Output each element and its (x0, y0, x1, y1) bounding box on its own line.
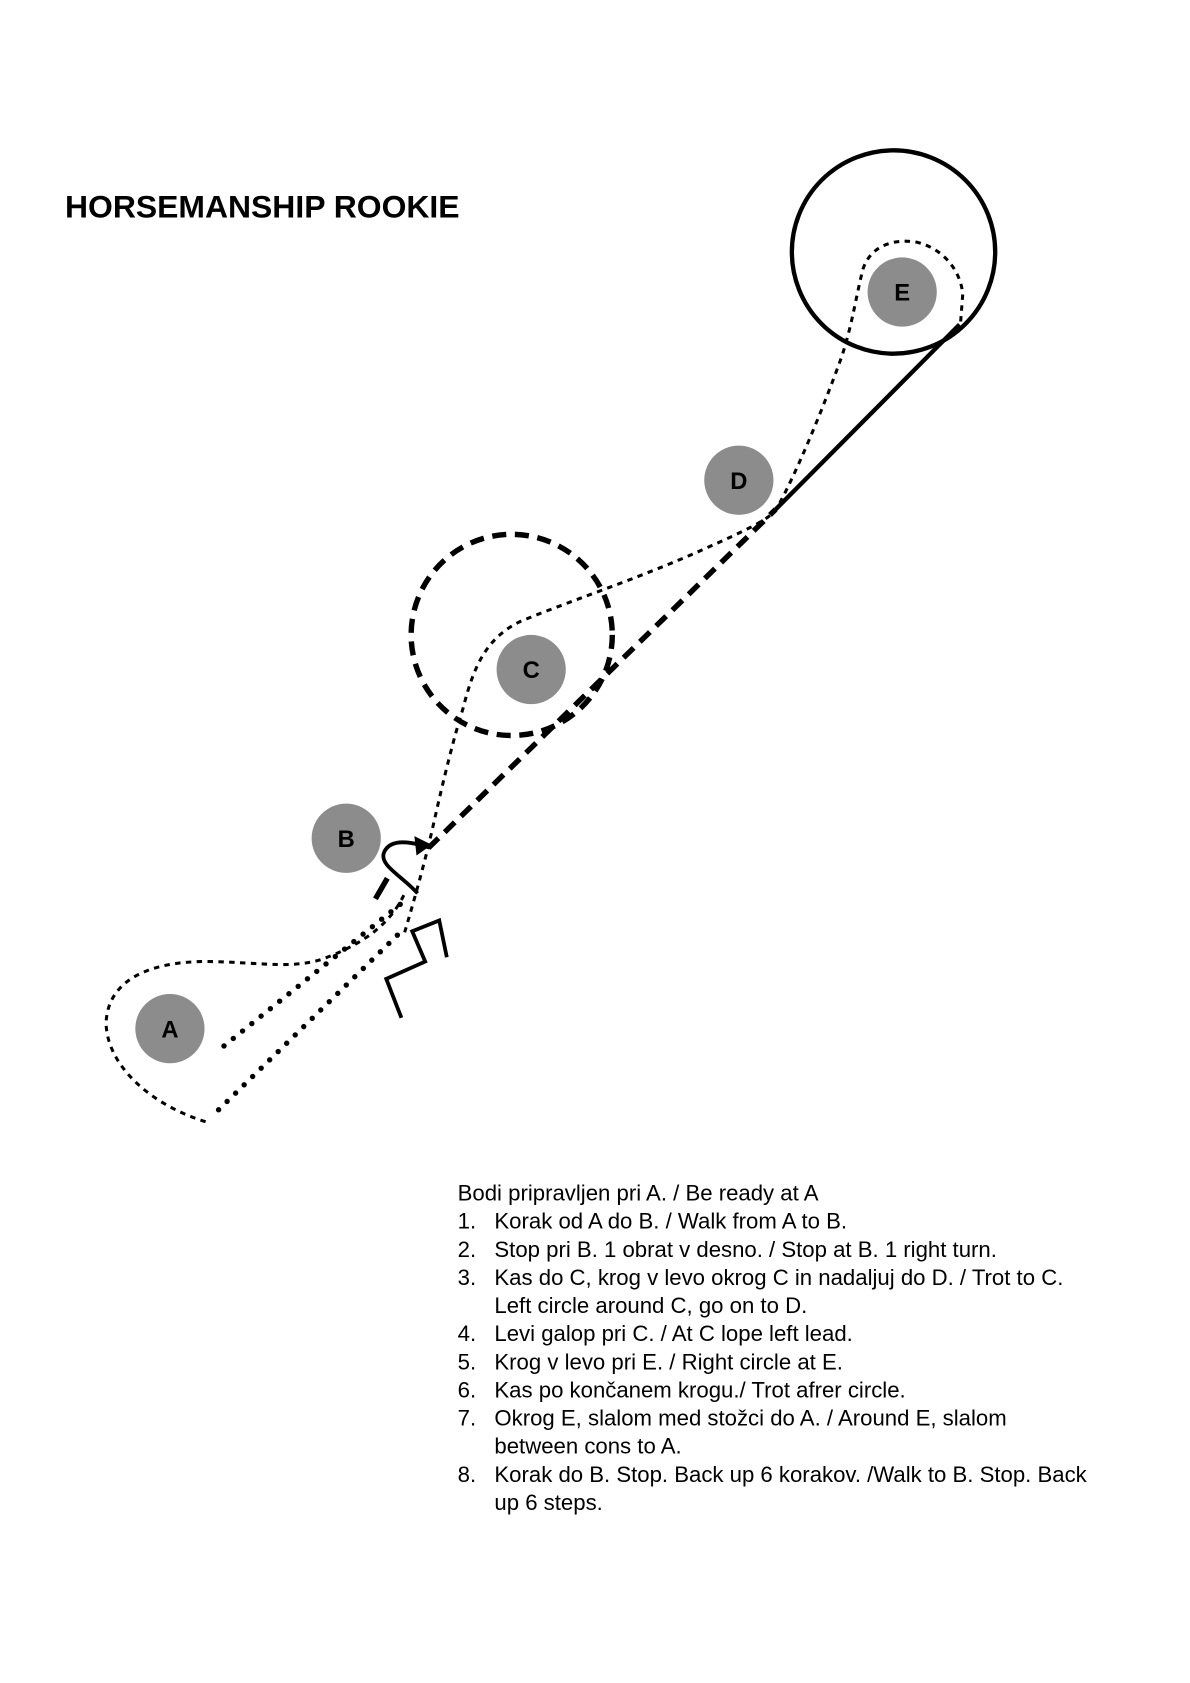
step-8-text: Korak do B. Stop. Back up 6 korakov. /Wa… (494, 1462, 1087, 1487)
step-5-text: Krog v levo pri E. / Right circle at E. (494, 1349, 842, 1374)
step-5-number: 5. (458, 1349, 476, 1374)
marker-a: A (135, 994, 205, 1064)
step-7-text: Okrog E, slalom med stožci do A. / Aroun… (494, 1406, 1006, 1431)
solid-line-e-to-d (774, 322, 962, 511)
step-4-number: 4. (458, 1321, 476, 1346)
step-2-text: Stop pri B. 1 obrat v desno. / Stop at B… (494, 1237, 997, 1262)
step-6-number: 6. (458, 1377, 476, 1402)
step-3-text-cont: Left circle around C, go on to D. (494, 1293, 807, 1318)
marker-b-label: B (338, 826, 355, 853)
marker-b: B (311, 803, 381, 873)
right-turn-arrowhead-icon (414, 836, 432, 856)
right-turn-arrow-icon (381, 840, 421, 895)
step-3-text: Kas do C, krog v levo okrog C in nadalju… (494, 1265, 1063, 1290)
marker-d-disc (704, 445, 774, 515)
step-4-text: Levi galop pri C. / At C lope left lead. (494, 1321, 852, 1346)
heavy-dashed-line-b-to-d (426, 507, 778, 850)
instructions-list: Bodi pripravljen pri A. / Be ready at A … (458, 1181, 1088, 1515)
step-7-text-cont: between cons to A. (494, 1434, 681, 1459)
instructions-intro: Bodi pripravljen pri A. / Be ready at A (458, 1181, 819, 1206)
step-1-text: Korak od A do B. / Walk from A to B. (494, 1209, 847, 1234)
marker-c-disc (496, 634, 566, 705)
marker-a-disc (135, 994, 205, 1064)
step-8-text-cont: up 6 steps. (494, 1490, 602, 1515)
dotted-walk-line-lower (215, 927, 406, 1113)
marker-a-label: A (161, 1016, 178, 1043)
marker-c: C (496, 634, 566, 705)
circle-around-e (789, 148, 998, 356)
marker-c-label: C (523, 657, 540, 684)
marker-e-disc (867, 257, 937, 327)
step-3-number: 3. (458, 1265, 476, 1290)
dashed-circle-around-c (408, 531, 616, 739)
step-1-number: 1. (458, 1209, 476, 1234)
back-up-zigzag-icon (383, 917, 449, 1019)
step-2-number: 2. (458, 1237, 476, 1262)
step-7-number: 7. (458, 1406, 476, 1431)
marker-d-label: D (730, 468, 747, 495)
marker-d: D (704, 445, 774, 515)
marker-e-label: E (894, 280, 910, 307)
page-title: HORSEMANSHIP ROOKIE (65, 188, 460, 224)
step-6-text: Kas po končanem krogu./ Trot afrer circl… (494, 1377, 905, 1402)
marker-e: E (867, 257, 937, 327)
dashed-route-b-c-d-e (403, 239, 965, 933)
dotted-walk-line-upper (221, 901, 404, 1049)
step-8-number: 8. (458, 1462, 476, 1487)
stop-marker-icon (373, 876, 390, 901)
marker-b-disc (311, 803, 381, 873)
